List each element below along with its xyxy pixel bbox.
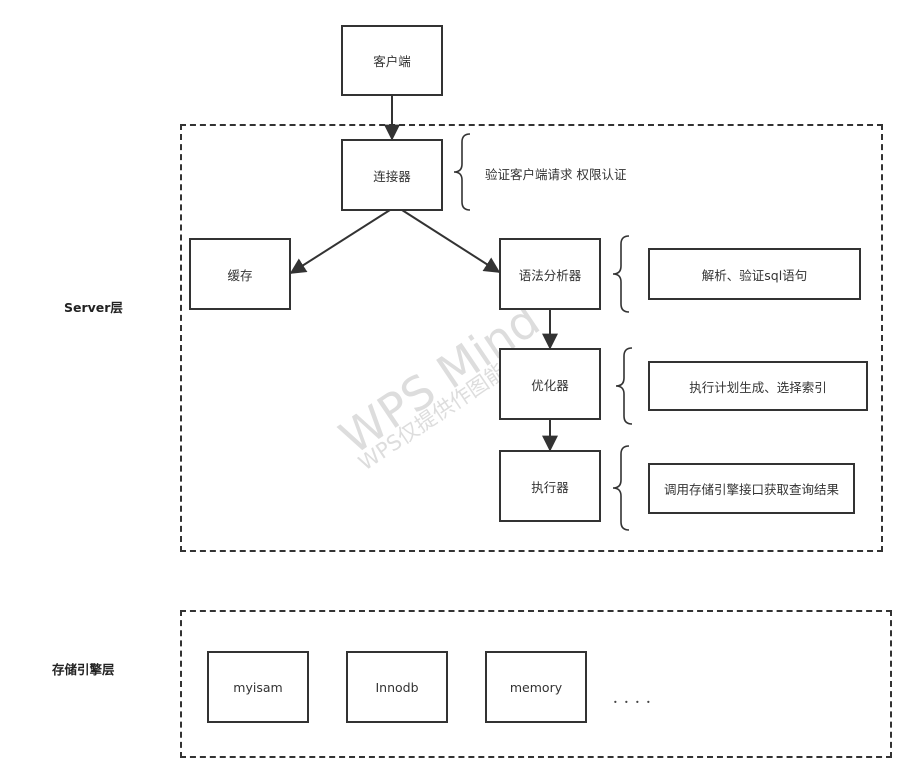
executor-node: 执行器 xyxy=(499,450,601,522)
cache-node: 缓存 xyxy=(189,238,291,310)
arrow-connector-to-cache xyxy=(289,209,391,274)
client-node-label: 客户端 xyxy=(373,54,411,69)
executor-note-box: 调用存储引擎接口获取查询结果 xyxy=(648,463,855,514)
connector-node: 连接器 xyxy=(341,139,443,211)
executor-node-label: 执行器 xyxy=(531,479,569,495)
parser-note-box: 解析、验证sql语句 xyxy=(648,248,861,300)
optimizer-note-box: 执行计划生成、选择索引 xyxy=(648,361,868,411)
brace-executor xyxy=(612,445,630,531)
executor-note: 调用存储引擎接口获取查询结果 xyxy=(663,482,839,497)
engine-myisam-label: myisam xyxy=(233,679,283,695)
storage-layer-group xyxy=(180,610,892,758)
connector-node-label: 连接器 xyxy=(373,168,411,184)
arrow-connector-to-parser xyxy=(401,209,501,273)
brace-connector xyxy=(453,133,471,211)
server-layer-group xyxy=(180,124,883,552)
connector-note: 验证客户端请求 权限认证 xyxy=(485,167,627,182)
engine-memory-label: memory xyxy=(509,679,563,695)
parser-note: 解析、验证sql语句 xyxy=(701,267,808,283)
engine-myisam: myisam xyxy=(207,651,309,723)
brace-parser xyxy=(612,235,630,313)
optimizer-note: 执行计划生成、选择索引 xyxy=(689,379,827,395)
engine-innodb-label: Innodb xyxy=(375,679,419,695)
optimizer-node-label: 优化器 xyxy=(531,377,569,393)
cache-node-label: 缓存 xyxy=(227,267,253,283)
optimizer-node: 优化器 xyxy=(499,348,601,420)
brace-optimizer xyxy=(615,347,633,425)
engines-more-ellipsis: ．．．． xyxy=(612,691,663,707)
parser-node-label: 语法分析器 xyxy=(518,267,582,283)
engine-memory: memory xyxy=(485,651,587,723)
client-node: 客户端 xyxy=(341,25,443,96)
engine-innodb: Innodb xyxy=(346,651,448,723)
server-layer-label: Server层 xyxy=(64,300,123,315)
parser-node: 语法分析器 xyxy=(499,238,601,310)
storage-layer-label: 存储引擎层 xyxy=(52,662,115,677)
